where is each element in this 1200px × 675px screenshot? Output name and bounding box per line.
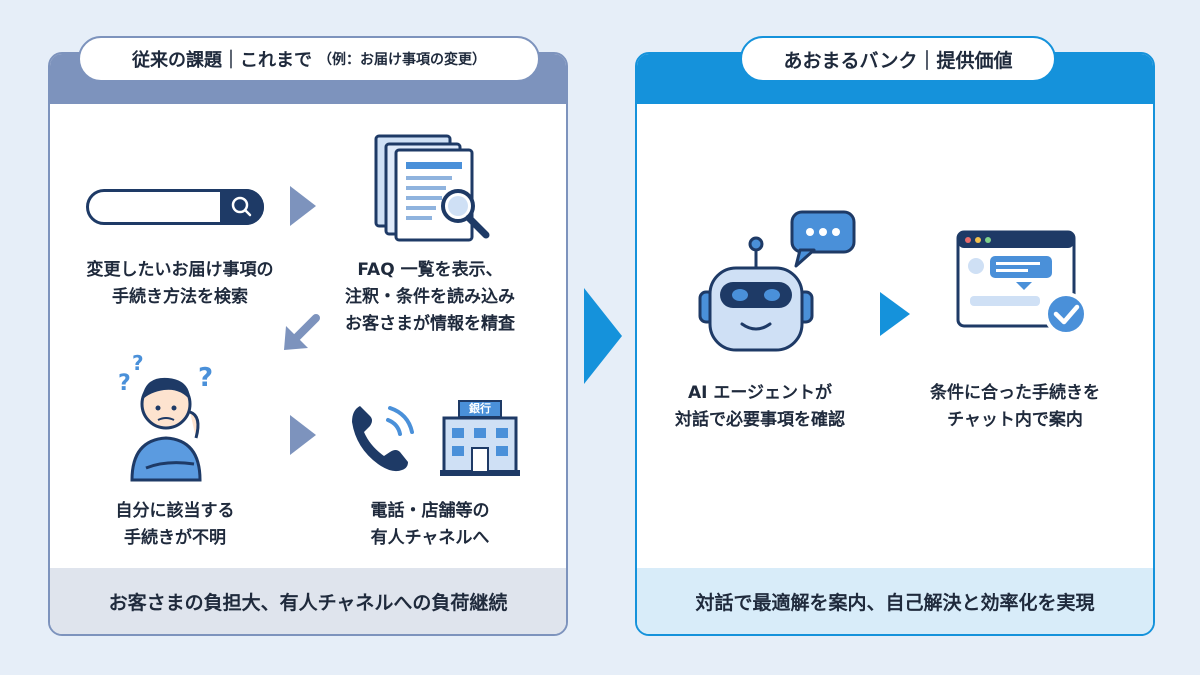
faq-documents-icon: [374, 134, 490, 242]
step-chat-guidance-label: 条件に合った手続きを チャット内で案内: [930, 383, 1100, 430]
svg-text:?: ?: [198, 363, 213, 393]
transition-arrow-icon: [584, 288, 622, 384]
value-title: あおまるバンク｜提供価値: [783, 49, 1013, 72]
value-title-tab: あおまるバンク｜提供価値: [740, 36, 1056, 82]
step-search-label: 変更したいお届け事項の 手続き方法を検索: [86, 260, 274, 307]
svg-text:?: ?: [118, 371, 131, 396]
chat-window-check-icon: [956, 230, 1088, 336]
arrow-right-icon: [290, 186, 316, 226]
ai-robot-icon: [698, 210, 856, 352]
bank-sign: 銀行: [458, 400, 502, 418]
current-issues-footer: お客さまの負担大、有人チャネルへの負荷継続: [50, 568, 566, 634]
bank-building-icon: [440, 416, 520, 476]
search-bar-icon: [86, 189, 264, 225]
arrow-down-left-icon: [284, 314, 320, 350]
confused-person-icon: ? ? ?: [118, 352, 213, 482]
step-ai-agent-label: AI エージェントが 対話で必要事項を確認: [675, 383, 845, 430]
current-issues-panel: お客さまの負担大、有人チャネルへの負荷継続: [48, 52, 568, 636]
step-faq-label: FAQ 一覧を表示、 注釈・条件を読み込み お客さまが情報を精査: [345, 260, 515, 334]
svg-text:?: ?: [132, 352, 144, 375]
current-issues-title: 従来の課題｜これまで: [132, 50, 312, 71]
step-unclear-label: 自分に該当する 手続きが不明: [115, 501, 235, 548]
magnifier-icon: [231, 196, 252, 217]
current-issues-subtitle: （例：お届け事項の変更）: [318, 52, 486, 68]
search-button-shape: [220, 189, 264, 225]
step-human-channel-label: 電話・店舗等の 有人チャネルへ: [370, 501, 490, 548]
arrow-right-icon: [290, 415, 316, 455]
value-footer: 対話で最適解を案内、自己解決と効率化を実現: [637, 568, 1153, 634]
current-issues-title-tab: 従来の課題｜これまで （例：お届け事項の変更）: [78, 36, 540, 82]
phone-icon: [352, 406, 414, 472]
arrow-right-icon: [880, 292, 910, 336]
